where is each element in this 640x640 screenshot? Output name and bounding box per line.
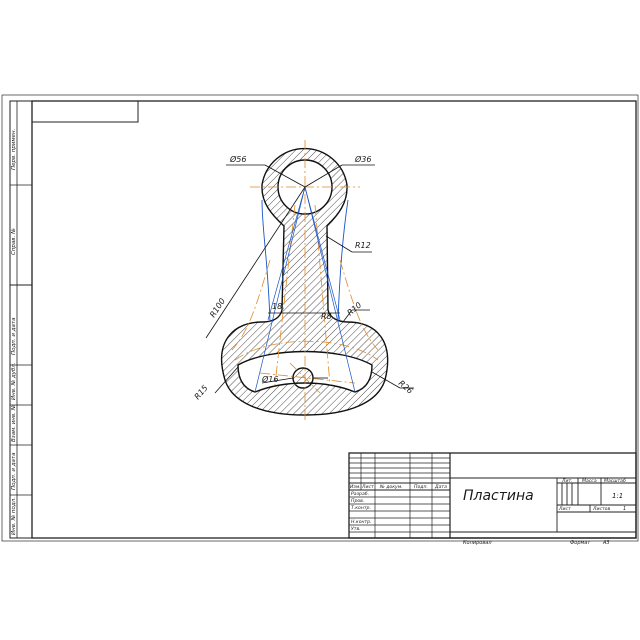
role-prov: Пров. xyxy=(351,498,364,504)
format-value: A3 xyxy=(602,540,610,546)
outer-border xyxy=(1,94,639,542)
stem-outline-right xyxy=(337,199,349,323)
role-utv: Утв. xyxy=(351,526,361,532)
scale-value: 1:1 xyxy=(612,492,623,500)
scale-label: Масштаб xyxy=(604,478,626,484)
dim-r100: R100 xyxy=(208,297,227,319)
dim-r26: R26 xyxy=(397,379,415,396)
header-sign: Подп. xyxy=(414,484,428,490)
role-tkontr: Т.контр. xyxy=(351,505,371,511)
side-label-6: Подп. и дата xyxy=(11,452,17,490)
dim-r12: R12 xyxy=(355,241,371,250)
lit-label: Лит. xyxy=(561,478,573,484)
header-list: Лист xyxy=(361,484,374,490)
title-block: Изм. Лист № докум. Подп. Дата Разраб. Пр… xyxy=(348,452,637,546)
side-label-7: Инв. № подл. xyxy=(11,497,17,535)
dim-r10: R10 xyxy=(346,301,364,318)
header-date: Дата xyxy=(434,484,447,490)
side-label-2: Справ. № xyxy=(11,228,17,255)
centerlines xyxy=(231,140,379,420)
sheet-label: Лист xyxy=(558,506,571,512)
mass-label: Масса xyxy=(582,478,597,484)
side-label-3: Подп. и дата xyxy=(11,317,17,355)
dim-18: 18 xyxy=(272,302,282,311)
header-izm: Изм. xyxy=(350,484,361,490)
construction-lines xyxy=(254,186,356,393)
copied-label: Копировал xyxy=(463,540,492,546)
side-label-5: Взам. инв. № xyxy=(11,404,17,442)
side-label-1: Перв. примен. xyxy=(11,128,17,170)
dim-d56: Ø56 xyxy=(229,154,246,164)
top-left-box xyxy=(31,100,139,123)
dim-r15: R15 xyxy=(193,383,210,401)
sheets-value: 1 xyxy=(623,506,626,512)
dim-d16: Ø16 xyxy=(261,374,278,384)
stem-outline xyxy=(261,199,271,323)
role-razrab: Разраб. xyxy=(351,491,369,497)
dim-d36: Ø36 xyxy=(354,154,371,164)
dim-r8: R8 xyxy=(321,312,332,321)
side-strip: Перв. примен. Справ. № Подп. и дата Инв.… xyxy=(9,100,33,539)
part-title: Пластина xyxy=(463,488,534,504)
format-label: Формат xyxy=(570,540,591,546)
side-label-4: Инв. № дубл. xyxy=(11,362,17,400)
sheets-label: Листов xyxy=(592,506,610,512)
dimension-lines xyxy=(205,164,414,394)
role-nkontr: Н.контр. xyxy=(351,519,372,525)
header-doc: № докум. xyxy=(379,484,403,490)
